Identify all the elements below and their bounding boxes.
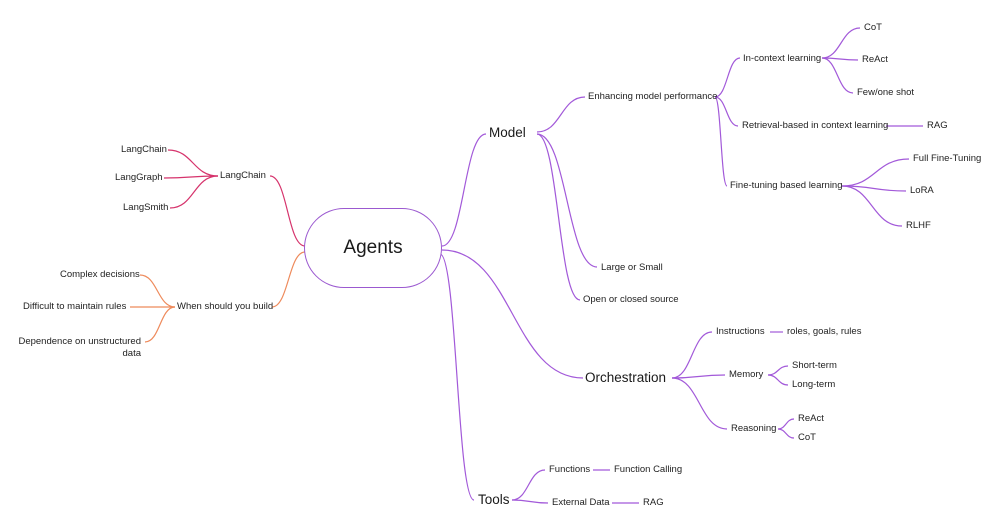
edge-enhancing-incontext	[714, 57, 741, 98]
edge-agents-model	[441, 133, 487, 247]
edge-finetuning-lora	[841, 185, 907, 192]
node-retrieval-learning[interactable]: Retrieval-based in context learning	[742, 120, 889, 131]
node-enhancing-performance[interactable]: Enhancing model performance	[588, 91, 718, 102]
edge-incontext-fewshot	[821, 57, 854, 94]
node-langsmith[interactable]: LangSmith	[123, 202, 169, 213]
edge-incontext-cot	[821, 27, 861, 59]
root-label: Agents	[343, 237, 403, 258]
node-short-term[interactable]: Short-term	[792, 360, 837, 371]
dependence-line-1: Dependence on unstructured	[18, 336, 141, 347]
edge-when-complex	[139, 274, 176, 308]
edge-reasoning-react	[777, 418, 795, 430]
node-difficult-rules[interactable]: Difficult to maintain rules	[23, 301, 127, 312]
node-long-term[interactable]: Long-term	[792, 379, 836, 390]
edge-langchain-langsmith	[169, 175, 219, 209]
node-rag-model[interactable]: RAG	[927, 120, 948, 131]
edge-enhancing-retrieval	[714, 96, 739, 127]
edge-tools-external	[511, 499, 549, 504]
node-full-fine-tuning[interactable]: Full Fine-Tuning	[913, 153, 982, 164]
node-few-one-shot[interactable]: Few/one shot	[857, 87, 915, 98]
node-langchain-group[interactable]: LangChain	[220, 170, 266, 181]
edge-agents-when	[271, 251, 306, 308]
node-react-reasoning[interactable]: ReAct	[798, 413, 824, 424]
node-orchestration[interactable]: Orchestration	[585, 370, 667, 385]
edge-incontext-react	[821, 57, 859, 61]
edge-finetuning-full	[841, 158, 910, 187]
node-cot[interactable]: CoT	[864, 22, 882, 33]
node-functions[interactable]: Functions	[549, 464, 591, 475]
edge-model-large-small	[536, 133, 598, 268]
node-function-calling[interactable]: Function Calling	[614, 464, 683, 475]
node-roles-goals-rules[interactable]: roles, goals, rules	[787, 326, 862, 337]
node-rag-tools[interactable]: RAG	[643, 497, 664, 508]
node-open-or-closed[interactable]: Open or closed source	[583, 294, 679, 305]
node-cot-reasoning[interactable]: CoT	[798, 432, 816, 443]
node-langgraph[interactable]: LangGraph	[115, 172, 163, 183]
edge-model-open-closed	[536, 133, 581, 301]
edge-tools-functions	[511, 469, 546, 501]
node-complex-decisions[interactable]: Complex decisions	[60, 269, 140, 280]
node-external-data[interactable]: External Data	[552, 497, 610, 508]
root-node[interactable]: Agents	[304, 208, 442, 288]
edge-langchain-langchain	[167, 149, 219, 177]
dependence-line-2: data	[122, 348, 142, 359]
node-large-or-small[interactable]: Large or Small	[601, 262, 663, 273]
edge-memory-short	[767, 365, 789, 376]
node-model[interactable]: Model	[489, 125, 526, 140]
node-when-should-you-build[interactable]: When should you build	[177, 301, 274, 312]
node-in-context-learning[interactable]: In-context learning	[743, 53, 822, 64]
node-instructions[interactable]: Instructions	[716, 326, 765, 337]
edge-orch-instructions	[671, 331, 713, 379]
edge-reasoning-cot	[777, 428, 795, 439]
node-tools[interactable]: Tools	[478, 492, 510, 507]
edge-agents-orchestration	[441, 249, 584, 379]
edge-orch-reasoning	[671, 377, 728, 430]
edge-memory-long	[767, 374, 789, 386]
edge-agents-tools	[439, 253, 475, 501]
node-fine-tuning-learning[interactable]: Fine-tuning based learning	[730, 180, 843, 191]
edge-finetuning-rlhf	[841, 185, 903, 227]
node-langchain[interactable]: LangChain	[121, 144, 167, 155]
node-reasoning[interactable]: Reasoning	[731, 423, 777, 434]
node-rlhf[interactable]: RLHF	[906, 220, 931, 231]
edge-langchain-langgraph	[163, 175, 219, 179]
node-react[interactable]: ReAct	[862, 54, 888, 65]
node-dependence-unstructured[interactable]: Dependence on unstructured data	[11, 336, 141, 360]
node-memory[interactable]: Memory	[729, 369, 764, 380]
edge-enhancing-finetuning	[714, 96, 728, 187]
edge-orch-memory	[671, 374, 726, 379]
edge-when-dependence	[144, 306, 176, 343]
edge-model-enhancing	[536, 96, 586, 133]
node-lora[interactable]: LoRA	[910, 185, 934, 196]
edge-agents-langchain	[269, 175, 306, 247]
